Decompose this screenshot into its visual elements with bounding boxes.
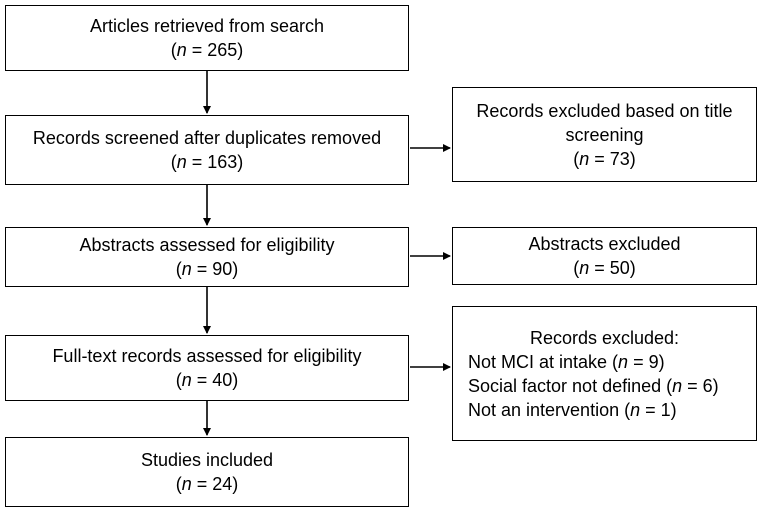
box-excluded-title-screening-count: (n = 73)	[573, 148, 636, 169]
box-articles-retrieved-title: Articles retrieved from search	[89, 16, 325, 36]
exclusion-reason: Social factor not defined (n = 6)	[468, 375, 719, 396]
box-excluded-title-screening-line2: screening	[565, 124, 644, 145]
exclusion-reason: Not MCI at intake (n = 9)	[468, 351, 665, 372]
box-abstracts-excluded: Abstracts excluded (n = 50)	[452, 227, 757, 285]
box-abstracts-assessed-title: Abstracts assessed for eligibility	[79, 235, 335, 255]
box-records-excluded-title: Records excluded:	[529, 327, 680, 348]
box-excluded-title-screening-line1: Records excluded based on title	[476, 100, 733, 121]
box-fulltext-assessed-title: Full-text records assessed for eligibili…	[52, 346, 362, 366]
box-fulltext-assessed-count: (n = 40)	[175, 370, 239, 390]
box-records-screened: Records screened after duplicates remove…	[5, 115, 409, 185]
box-articles-retrieved: Articles retrieved from search (n = 265)	[5, 5, 409, 71]
box-abstracts-assessed-count: (n = 90)	[175, 259, 239, 279]
box-articles-retrieved-count: (n = 265)	[170, 40, 244, 60]
box-studies-included: Studies included (n = 24)	[5, 437, 409, 507]
box-fulltext-assessed: Full-text records assessed for eligibili…	[5, 335, 409, 401]
box-studies-included-count: (n = 24)	[175, 474, 239, 494]
box-studies-included-title: Studies included	[140, 450, 274, 470]
box-records-excluded: Records excluded: Not MCI at intake (n =…	[452, 306, 757, 441]
exclusion-reason: Not an intervention (n = 1)	[468, 399, 677, 420]
box-abstracts-excluded-count: (n = 50)	[573, 258, 636, 278]
box-records-screened-count: (n = 163)	[170, 152, 244, 172]
box-abstracts-excluded-title: Abstracts excluded	[528, 234, 681, 254]
box-excluded-title-screening: Records excluded based on title screenin…	[452, 87, 757, 182]
box-abstracts-assessed: Abstracts assessed for eligibility (n = …	[5, 227, 409, 287]
box-records-screened-title: Records screened after duplicates remove…	[32, 128, 382, 148]
